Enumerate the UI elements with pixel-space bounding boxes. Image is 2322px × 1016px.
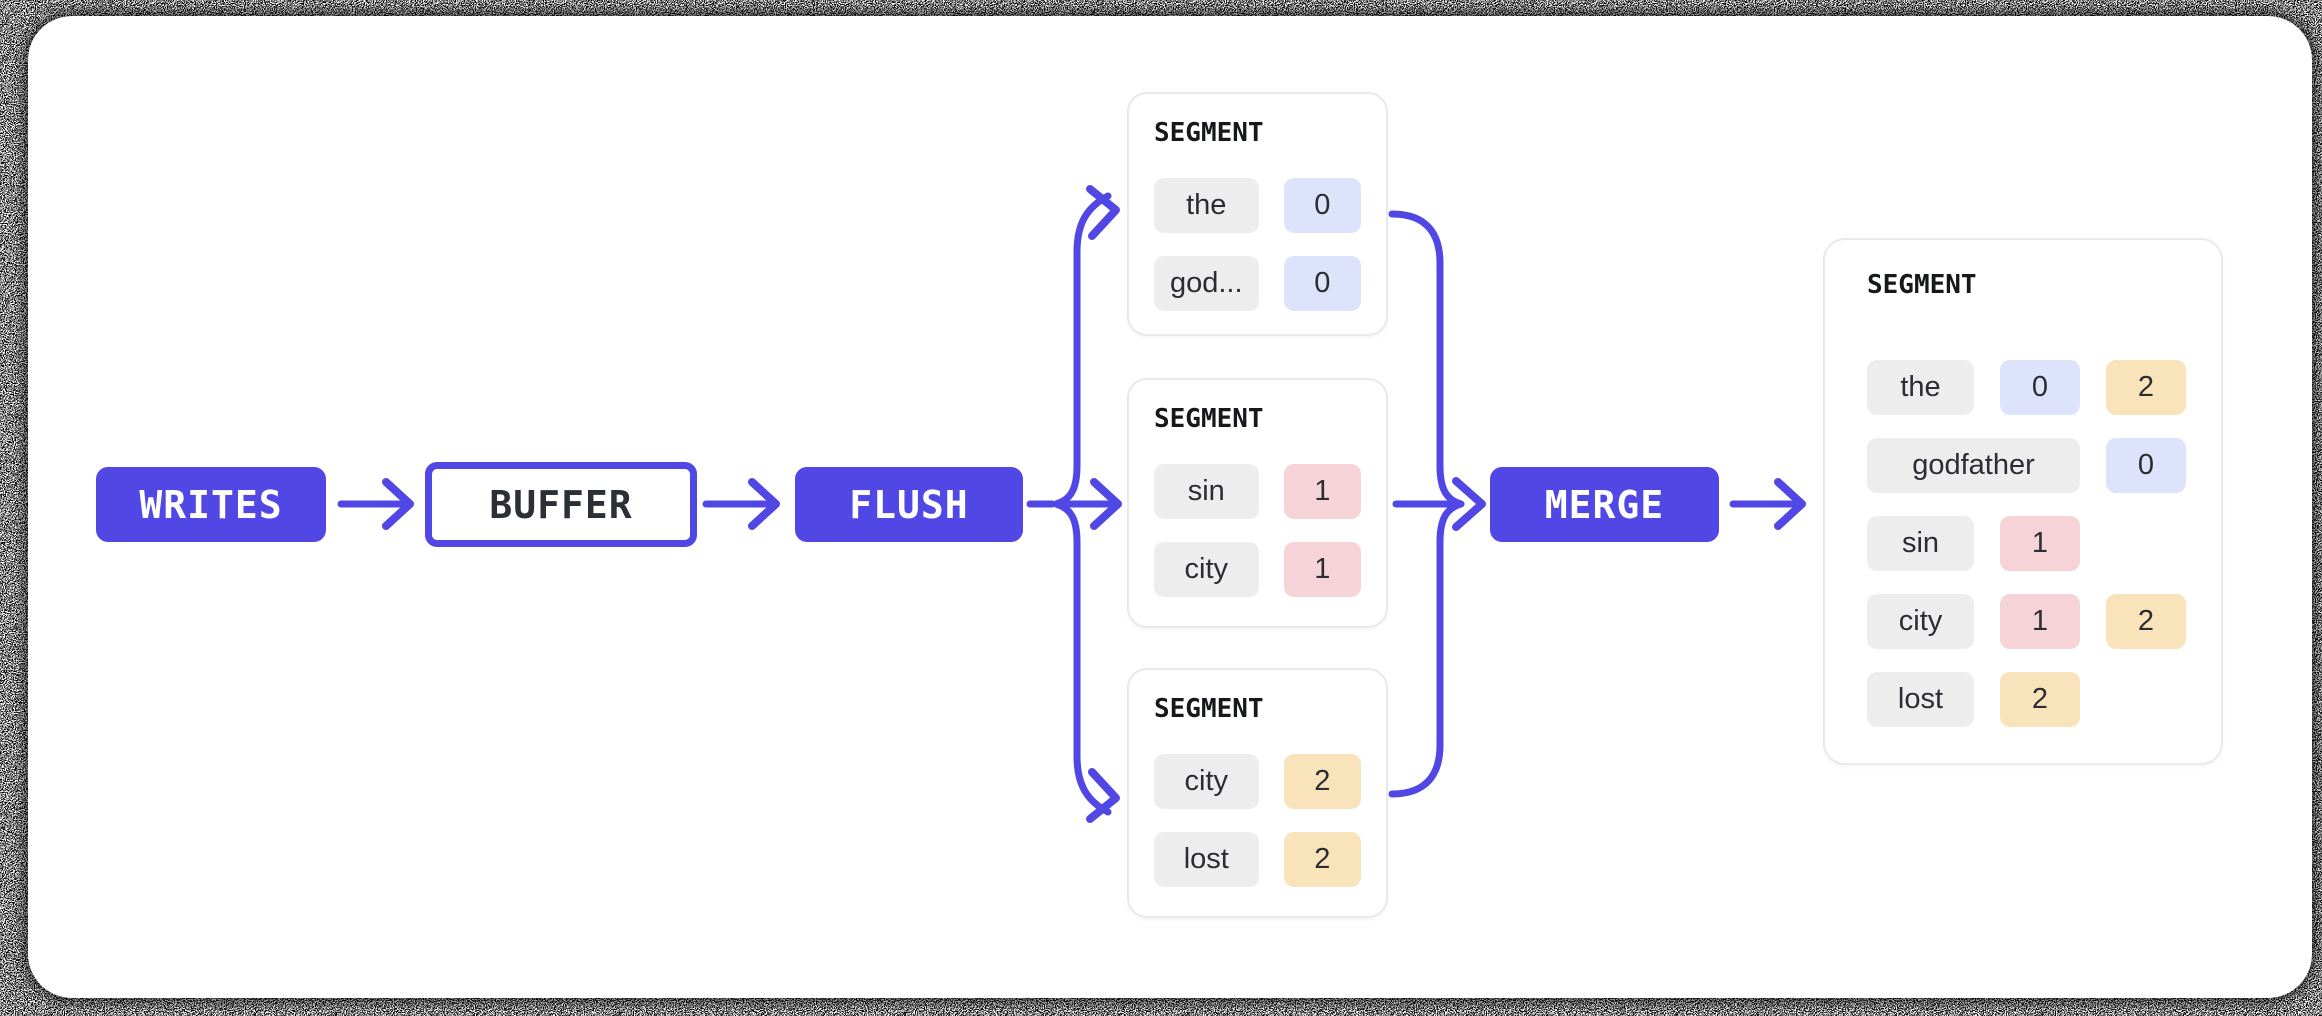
posting-row: god... 0 — [1154, 256, 1361, 311]
posting-row: the 0 — [1154, 178, 1361, 233]
term-chip: the — [1867, 360, 1974, 415]
node-flush: FLUSH — [795, 467, 1023, 542]
doc-id-chip: 1 — [1283, 464, 1361, 519]
node-flush-label: FLUSH — [849, 482, 969, 527]
segment-card-3-rows: city 2 lost 2 — [1154, 754, 1361, 887]
merged-segment-title: SEGMENT — [1867, 270, 1977, 300]
term-chip: lost — [1154, 832, 1259, 887]
node-buffer-label: BUFFER — [489, 482, 633, 527]
node-writes: WRITES — [96, 467, 326, 542]
doc-id-chip: 2 — [2106, 594, 2186, 649]
merged-segment-rows: the 0 2 godfather 0 sin 1 city 1 2 lost … — [1867, 360, 2191, 727]
node-merge: MERGE — [1490, 467, 1719, 542]
segment-card-2-title: SEGMENT — [1154, 404, 1264, 434]
node-merge-label: MERGE — [1544, 482, 1665, 527]
term-chip: sin — [1867, 516, 1974, 571]
term-chip: city — [1867, 594, 1974, 649]
doc-id-chip: 0 — [2000, 360, 2080, 415]
segment-card-1-title: SEGMENT — [1154, 118, 1264, 148]
doc-id-chip: 0 — [2106, 438, 2186, 493]
term-chip: godfather — [1867, 438, 2080, 493]
posting-row: sin 1 — [1154, 464, 1361, 519]
doc-id-chip: 2 — [2000, 672, 2080, 727]
doc-id-chip: 2 — [1283, 832, 1361, 887]
doc-id-chip: 0 — [1283, 178, 1361, 233]
segment-card-3-title: SEGMENT — [1154, 694, 1264, 724]
empty-cell — [2106, 672, 2188, 727]
doc-id-chip: 1 — [1283, 542, 1361, 597]
segment-card-2-rows: sin 1 city 1 — [1154, 464, 1361, 597]
term-chip: city — [1154, 542, 1259, 597]
doc-id-chip: 2 — [2106, 360, 2186, 415]
posting-row: city 1 — [1154, 542, 1361, 597]
node-buffer: BUFFER — [425, 462, 697, 547]
doc-id-chip: 2 — [1283, 754, 1361, 809]
segment-card-1-rows: the 0 god... 0 — [1154, 178, 1361, 311]
merged-segment-card: SEGMENT the 0 2 godfather 0 sin 1 city 1… — [1823, 238, 2223, 765]
doc-id-chip: 1 — [2000, 594, 2080, 649]
term-chip: god... — [1154, 256, 1259, 311]
segment-card-2: SEGMENT sin 1 city 1 — [1127, 378, 1388, 628]
term-chip: the — [1154, 178, 1259, 233]
posting-row: city 2 — [1154, 754, 1361, 809]
segment-card-1: SEGMENT the 0 god... 0 — [1127, 92, 1388, 336]
term-chip: city — [1154, 754, 1259, 809]
node-writes-label: WRITES — [139, 482, 283, 527]
term-chip: lost — [1867, 672, 1974, 727]
segment-card-3: SEGMENT city 2 lost 2 — [1127, 668, 1388, 918]
term-chip: sin — [1154, 464, 1259, 519]
posting-row: lost 2 — [1154, 832, 1361, 887]
doc-id-chip: 0 — [1283, 256, 1361, 311]
empty-cell — [2106, 516, 2188, 571]
doc-id-chip: 1 — [2000, 516, 2080, 571]
